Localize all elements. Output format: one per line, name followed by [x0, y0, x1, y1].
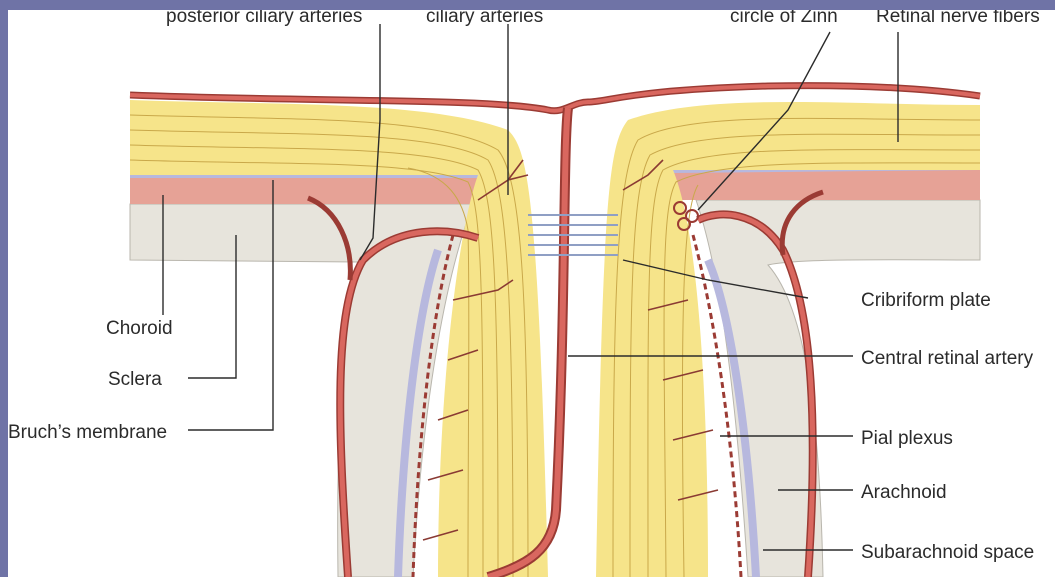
diagram-canvas: posterior ciliary arteries ciliary arter…	[8, 10, 1055, 577]
label-cribriform-plate: Cribriform plate	[861, 290, 991, 311]
choroid-right	[673, 170, 980, 200]
label-central-retinal-artery: Central retinal artery	[861, 348, 1034, 369]
choroid-left	[130, 175, 478, 204]
label-ciliary-arteries: ciliary arteries	[426, 10, 543, 27]
label-posterior-ciliary-arteries: posterior ciliary arteries	[166, 10, 362, 27]
label-arachnoid: Arachnoid	[861, 482, 947, 503]
label-pial-plexus: Pial plexus	[861, 428, 953, 449]
label-bruchs-membrane: Bruch’s membrane	[8, 422, 167, 443]
cribriform-plate	[528, 215, 618, 255]
sclera-left	[130, 204, 473, 577]
label-circle-of-zinn: circle of Zinn	[730, 10, 838, 27]
label-choroid: Choroid	[106, 318, 173, 339]
optic-nerve-head-diagram: posterior ciliary arteries ciliary arter…	[8, 10, 1055, 577]
label-subarachnoid-space: Subarachnoid space	[861, 542, 1034, 563]
label-sclera: Sclera	[108, 369, 162, 390]
label-retinal-nerve-fibers: Retinal nerve fibers	[876, 10, 1040, 27]
